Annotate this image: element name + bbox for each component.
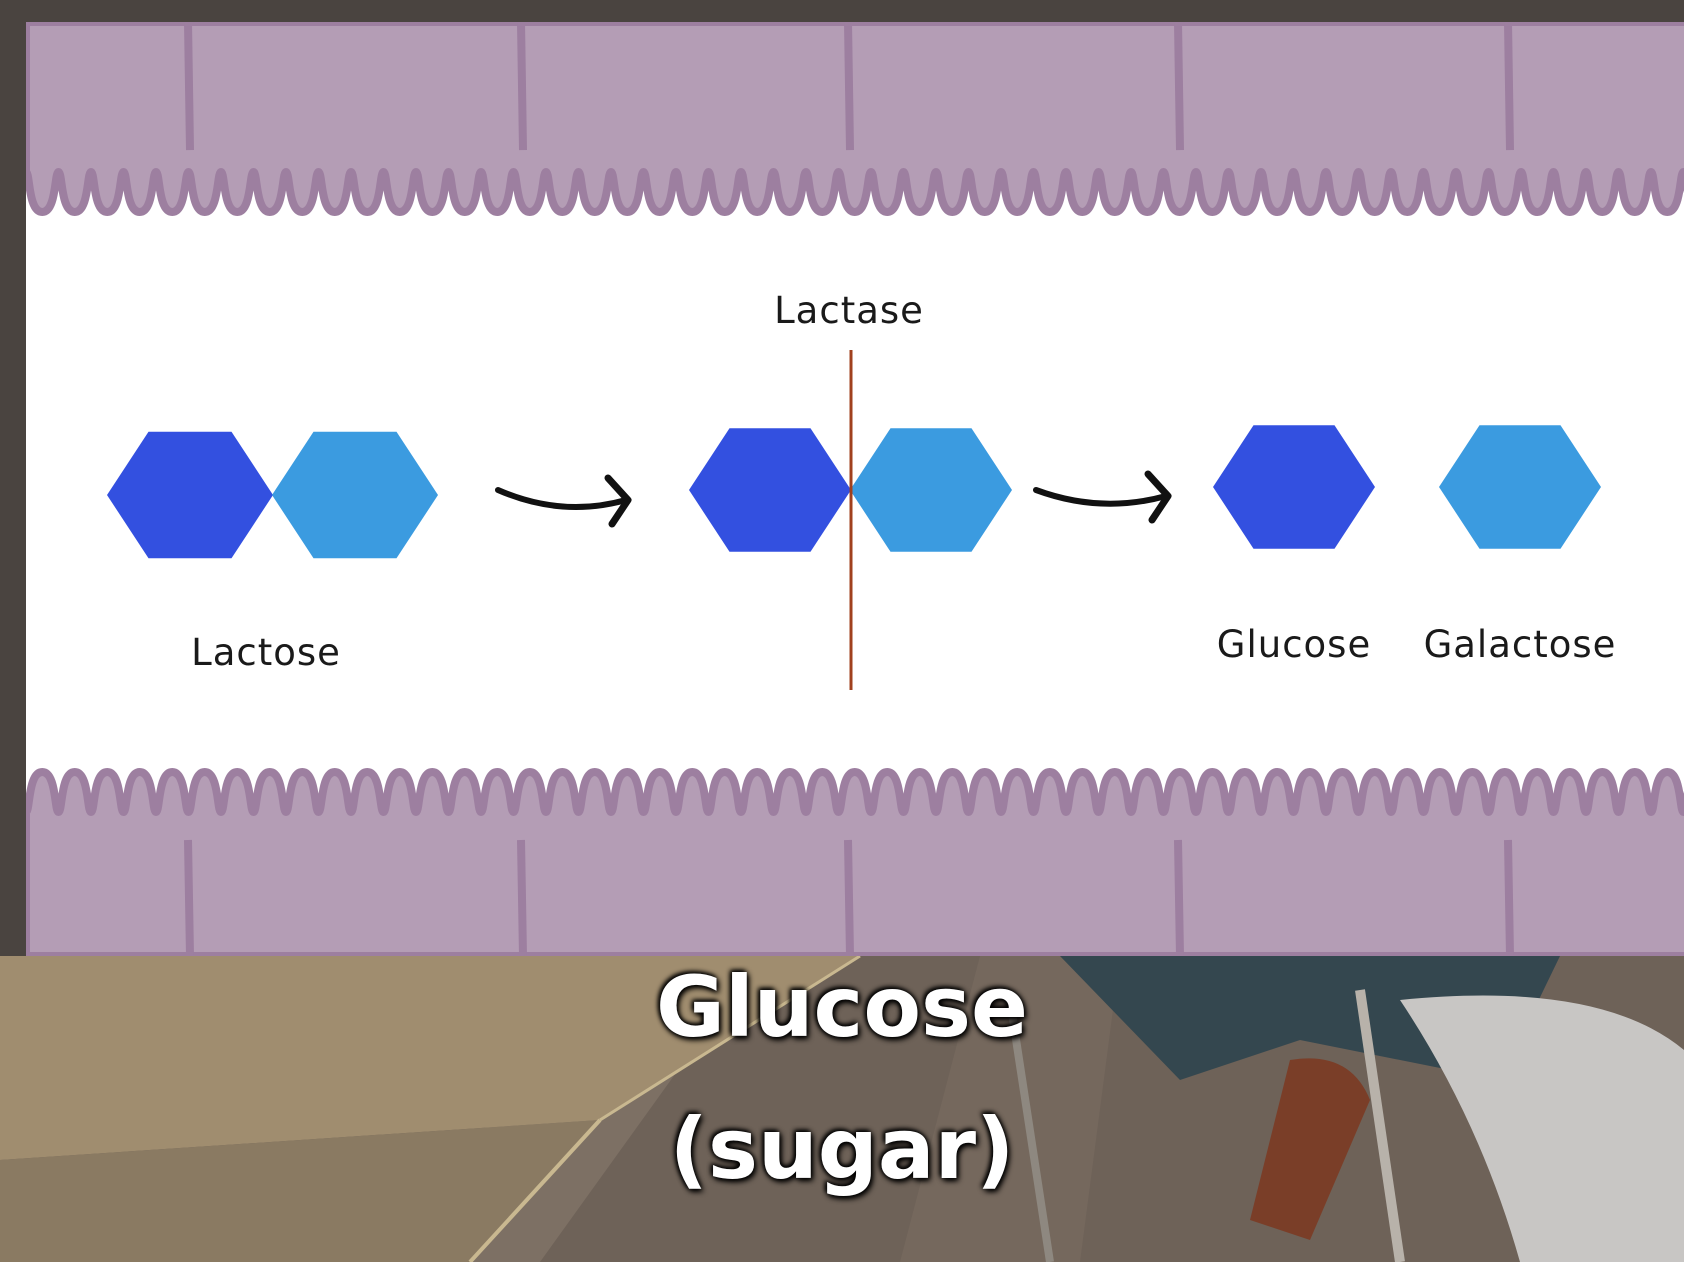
- intestinal-lumen-diagram: Lactase Lactose Glucose Galactose: [26, 22, 1684, 956]
- diagram-graphics: [26, 22, 1684, 956]
- enzyme-label: Lactase: [774, 289, 924, 332]
- top-cell-border-1: [517, 22, 527, 151]
- bottom-cell-border-0: [184, 839, 194, 956]
- top-cell-border-2: [844, 22, 854, 151]
- bottom-cell-border-2: [844, 839, 854, 956]
- right-arrow-icon: [1033, 487, 1169, 507]
- glucose-hexagon-icon: [1213, 425, 1375, 549]
- top-cell-border-0: [184, 22, 194, 151]
- subtitle-line-2: (sugar): [669, 1100, 1015, 1198]
- glucose-label: Glucose: [1216, 623, 1372, 666]
- glucose-hexagon-icon: [689, 428, 851, 552]
- top-cell-border-4: [1504, 22, 1514, 151]
- top-cell-border-3: [1174, 22, 1184, 151]
- galactose-hexagon-icon: [850, 428, 1012, 552]
- galactose-hexagon-icon: [1439, 425, 1601, 549]
- glucose-hexagon-icon: [107, 431, 273, 559]
- bottom-cell-border-3: [1174, 839, 1184, 956]
- top-membrane-villi: [26, 22, 1684, 217]
- lactose-label: Lactose: [191, 631, 341, 674]
- galactose-hexagon-icon: [272, 431, 438, 559]
- bottom-cell-border-4: [1504, 839, 1514, 956]
- galactose-label: Galactose: [1423, 623, 1617, 666]
- bottom-cell-border-1: [517, 839, 527, 956]
- right-arrow-icon: [495, 487, 629, 511]
- right-arrow-icon-head: [1144, 470, 1172, 524]
- right-arrow-icon-head: [604, 474, 632, 528]
- bottom-membrane-villi: [26, 767, 1684, 956]
- subtitle-line-1: Glucose: [655, 958, 1029, 1056]
